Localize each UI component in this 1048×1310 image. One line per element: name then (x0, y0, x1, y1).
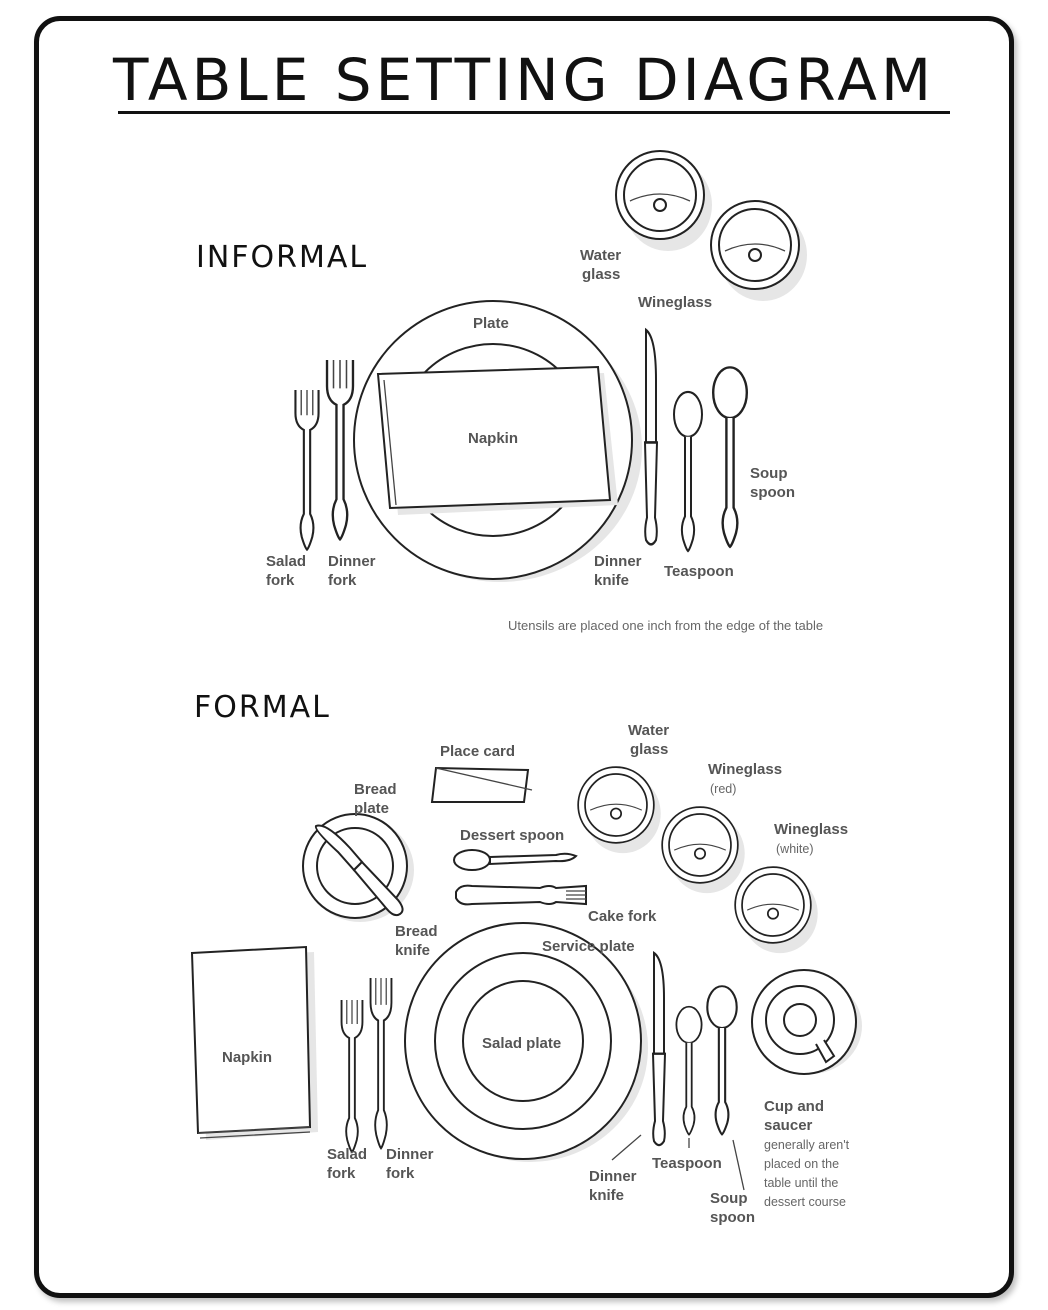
formal-dessert-spoon (454, 850, 576, 870)
informal-teaspoon-label: Teaspoon (664, 563, 734, 580)
informal-water-glass (616, 151, 712, 251)
formal-cup-and-saucer (752, 970, 862, 1074)
formal-bread-plate-label-2: plate (354, 800, 389, 817)
informal-salad-fork-label: Salad (266, 553, 306, 570)
formal-bread-knife-label-2: knife (395, 942, 430, 959)
informal-salad-fork-label-2: fork (266, 572, 295, 589)
formal-wineglass-red-sub: (red) (710, 782, 736, 796)
informal-dinner-fork-label: Dinner (328, 553, 376, 570)
formal-service-plate-label: Service plate (542, 938, 635, 955)
formal-dinner-fork-label: Dinner (386, 1146, 434, 1163)
informal-wineglass (711, 201, 807, 301)
informal-dinner-knife-label-2: knife (594, 572, 629, 589)
formal-cup-note-4: dessert course (764, 1195, 846, 1209)
informal-soup-spoon-label: Soup (750, 465, 788, 482)
informal-dinner-fork-label-2: fork (328, 572, 357, 589)
formal-dinner-knife-label-2: knife (589, 1187, 624, 1204)
formal-teaspoon (676, 1007, 701, 1135)
formal-dessert-spoon-label: Dessert spoon (460, 827, 564, 844)
informal-soup-spoon-label-2: spoon (750, 484, 795, 501)
formal-dinner-fork-label-2: fork (386, 1165, 415, 1182)
formal-water-glass-label: Water (628, 722, 669, 739)
formal-cup-saucer-label-2: saucer (764, 1117, 813, 1134)
formal-cup-note-3: table until the (764, 1176, 838, 1190)
formal-teaspoon-label: Teaspoon (652, 1155, 722, 1172)
informal-salad-fork (295, 390, 318, 550)
formal-cup-note-2: placed on the (764, 1157, 839, 1171)
informal-plate-label: Plate (473, 315, 509, 332)
formal-wineglass-red (662, 807, 745, 893)
formal-wineglass-white-label: Wineglass (774, 821, 848, 838)
formal-cup-saucer-label: Cup and (764, 1098, 824, 1115)
formal-soup-spoon-label: Soup (710, 1190, 748, 1207)
formal-salad-fork (342, 1000, 363, 1152)
formal-soup-spoon (707, 986, 736, 1134)
formal-cake-fork (456, 886, 586, 905)
informal-dinner-knife (645, 330, 657, 544)
informal-soup-spoon (713, 367, 747, 546)
formal-salad-fork-label: Salad (327, 1146, 367, 1163)
formal-napkin-label: Napkin (222, 1049, 272, 1066)
formal-dinner-knife (653, 953, 665, 1145)
formal-place-card (432, 768, 532, 802)
formal-bread-plate-label: Bread (354, 781, 397, 798)
informal-napkin-label: Napkin (468, 430, 518, 447)
formal-dinner-knife-leader (612, 1135, 641, 1160)
formal-salad-fork-label-2: fork (327, 1165, 356, 1182)
informal-dinner-fork (327, 360, 353, 539)
formal-napkin (192, 947, 318, 1140)
formal-dinner-knife-label: Dinner (589, 1168, 637, 1185)
informal-wineglass-label: Wineglass (638, 294, 712, 311)
formal-wineglass-white-sub: (white) (776, 842, 814, 856)
informal-water-glass-label: Water (580, 247, 621, 264)
formal-water-glass (578, 767, 661, 853)
informal-water-glass-label-2: glass (582, 266, 620, 283)
formal-salad-plate-label: Salad plate (482, 1035, 561, 1052)
formal-water-glass-label-2: glass (630, 741, 668, 758)
formal-wineglass-white (735, 867, 818, 953)
formal-bread-knife-label: Bread (395, 923, 438, 940)
formal-wineglass-red-label: Wineglass (708, 761, 782, 778)
formal-cup-note-1: generally aren't (764, 1138, 850, 1152)
formal-cake-fork-label: Cake fork (588, 908, 657, 925)
formal-soup-spoon-label-2: spoon (710, 1209, 755, 1226)
formal-place-card-label: Place card (440, 743, 515, 760)
formal-dinner-fork (371, 978, 392, 1148)
informal-dinner-knife-label: Dinner (594, 553, 642, 570)
informal-placement-note: Utensils are placed one inch from the ed… (508, 618, 823, 633)
informal-teaspoon (674, 392, 702, 551)
formal-soup-spoon-leader (733, 1140, 744, 1190)
